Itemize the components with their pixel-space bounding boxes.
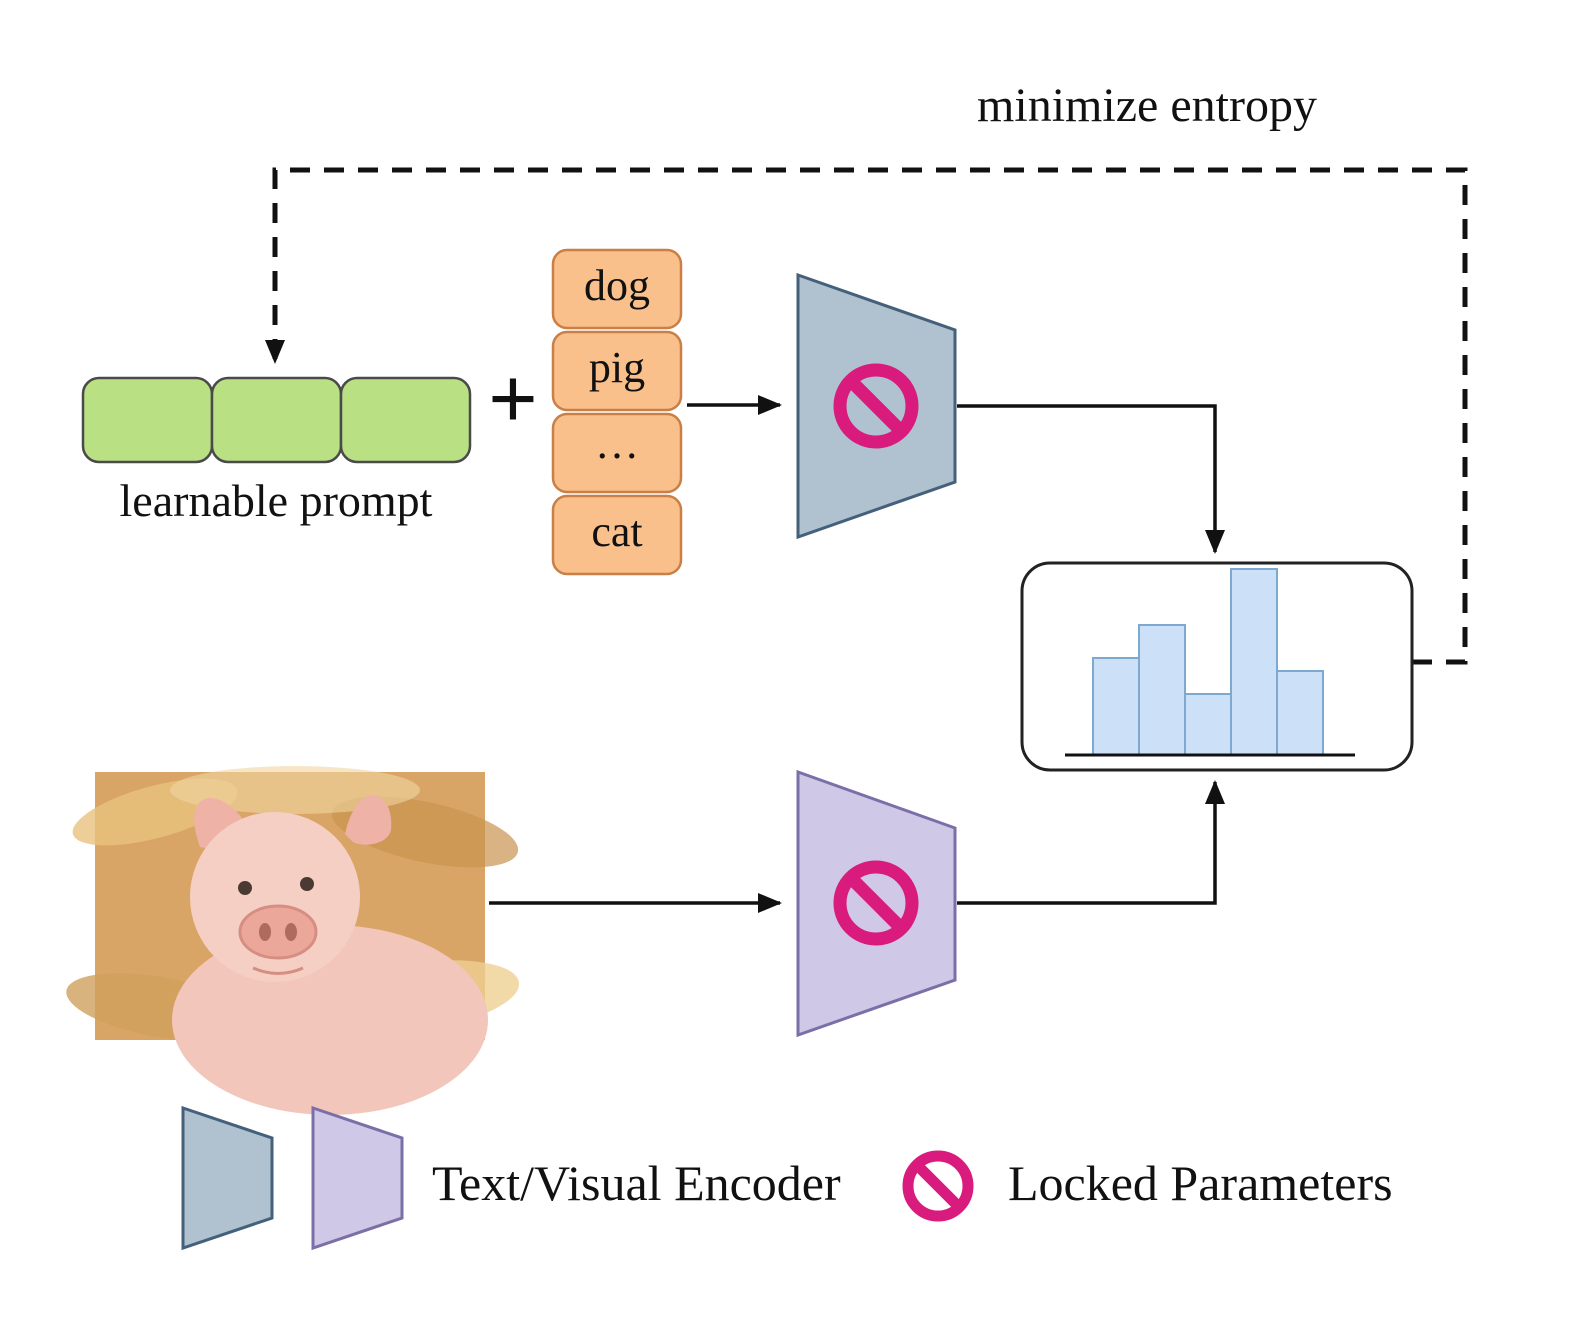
legend-text-encoder-shape xyxy=(181,1105,274,1251)
locked-circle xyxy=(902,1150,974,1222)
locked-slash xyxy=(913,1161,963,1211)
locked-parameters-icon xyxy=(902,1150,974,1222)
minimize-entropy-feedback-arrow xyxy=(265,167,1468,665)
visual-encoder-output-arrow xyxy=(957,780,1225,905)
histogram-bar xyxy=(1230,568,1278,756)
pig-eye-right xyxy=(300,877,314,891)
class-token-box xyxy=(551,412,683,494)
prompt-token-box xyxy=(339,376,472,464)
pig-eye-left xyxy=(238,881,252,895)
text-encoder-output-arrow xyxy=(957,404,1225,554)
learnable-prompt-boxes xyxy=(81,376,472,464)
plus-sign: + xyxy=(487,351,539,448)
histogram-bar xyxy=(1184,693,1232,756)
histogram-bar xyxy=(1138,624,1186,756)
class-token-box xyxy=(551,494,683,576)
legend-locked-label: Locked Parameters xyxy=(1008,1155,1393,1211)
pig-snout xyxy=(238,904,318,960)
learnable-prompt-label: learnable prompt xyxy=(119,475,433,526)
legend-visual-encoder-shape xyxy=(311,1105,404,1251)
minimize-entropy-label: minimize entropy xyxy=(977,79,1317,132)
class-token-box xyxy=(551,248,683,330)
pig-head xyxy=(190,812,360,982)
pig-mouth xyxy=(252,966,304,975)
locked-circle xyxy=(833,363,919,449)
locked-parameters-icon xyxy=(833,860,919,946)
locked-slash xyxy=(846,376,906,436)
class-token-label-dog: dog xyxy=(584,261,650,310)
locked-circle xyxy=(833,860,919,946)
prompt-token-box xyxy=(81,376,214,464)
locked-parameters-icon xyxy=(833,363,919,449)
prompt-token-box xyxy=(210,376,343,464)
histogram-bar xyxy=(1276,670,1324,756)
legend-encoder-label: Text/Visual Encoder xyxy=(432,1155,841,1211)
pig-photo xyxy=(66,766,520,1115)
histogram-bar xyxy=(1092,657,1140,756)
class-token-box xyxy=(551,330,683,412)
class-token-boxes xyxy=(551,248,683,576)
class-token-label-ellipsis: … xyxy=(595,419,639,468)
class-token-label-pig: pig xyxy=(588,343,646,392)
locked-slash xyxy=(846,873,906,933)
class-token-label-cat: cat xyxy=(591,507,643,556)
pig-ear-right xyxy=(345,795,392,845)
